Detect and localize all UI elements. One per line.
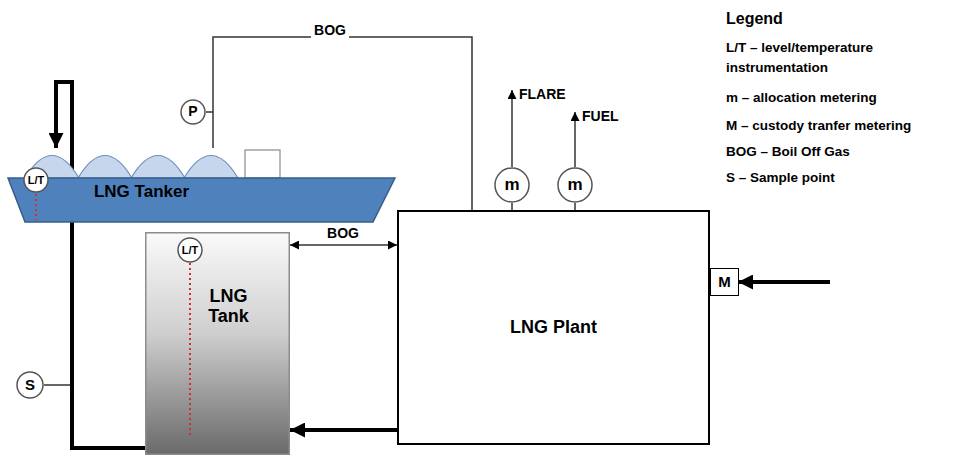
legend-title: Legend (726, 10, 783, 28)
level-temperature-gauge: L/T (23, 167, 49, 193)
legend-entry: L/T – level/temperature instrumentation (726, 38, 954, 79)
lng-plant: LNG Plant (397, 210, 710, 445)
pipe-connector (290, 244, 397, 246)
edge-label: BOG (324, 225, 362, 241)
pipe-connector (56, 82, 145, 448)
allocation-meter: m (494, 167, 530, 203)
tanker-outline (8, 145, 395, 222)
legend-entry: BOG – Boil Off Gas (726, 142, 954, 162)
feed-gas-line (738, 280, 830, 284)
sample-point: S (16, 371, 44, 399)
tank-outline (145, 232, 290, 455)
node-label: LNG Tanker (94, 183, 189, 202)
pipe-connector (574, 203, 576, 210)
node-label: m (504, 176, 519, 195)
edge-label: BOG (311, 22, 349, 38)
allocation-meter: m (557, 167, 593, 203)
flare-line (511, 90, 513, 167)
node-label: S (25, 377, 35, 394)
gauge-stub (206, 111, 213, 113)
pipe-connector (511, 203, 513, 210)
outlet-label: FUEL (582, 108, 619, 124)
sample-stub (44, 384, 72, 386)
fuel-line (574, 112, 576, 167)
node-label: L/T (28, 174, 45, 186)
lng-tank: LNG Tank L/T (145, 232, 290, 455)
custody-transfer-meter: M (710, 268, 739, 296)
outlet-label: FLARE (519, 86, 566, 102)
legend-entry: M – custody tranfer metering (726, 116, 954, 136)
node-label: LNG Plant (510, 318, 597, 338)
legend-entry: S – Sample point (726, 168, 954, 188)
level-temperature-gauge: L/T (177, 237, 203, 263)
node-label: LNG Tank (208, 287, 249, 327)
node-label: M (718, 274, 731, 291)
pipe-connector (290, 428, 397, 432)
pressure-gauge: P (180, 99, 206, 125)
lng-tanker: LNG Tanker L/T (8, 145, 395, 222)
legend-entry: m – allocation metering (726, 88, 954, 108)
node-label: L/T (182, 244, 199, 256)
node-label: m (567, 176, 582, 195)
node-label: P (188, 104, 197, 119)
